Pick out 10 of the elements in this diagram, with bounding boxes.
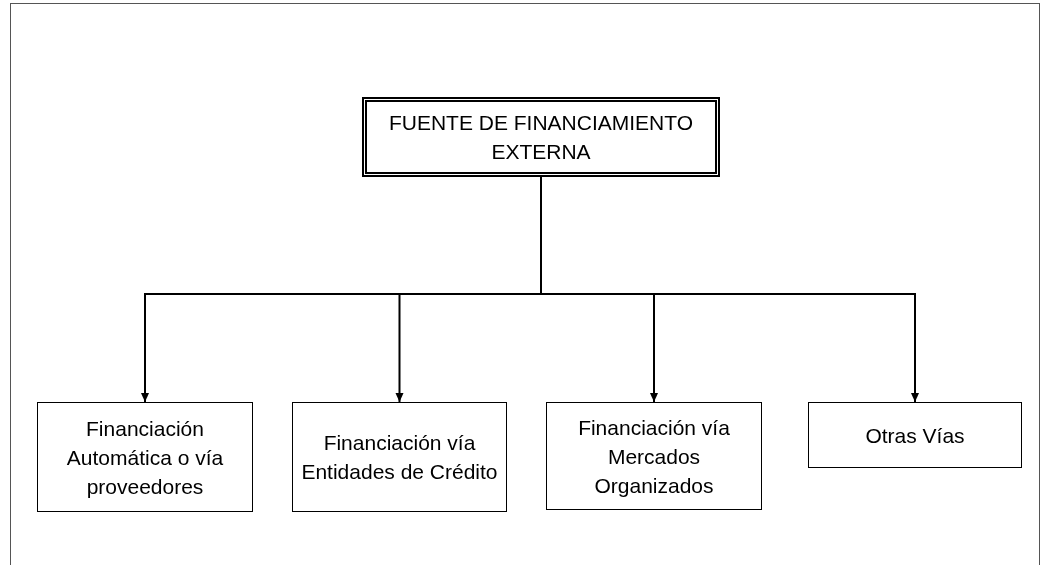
box-label: FUENTE DE FINANCIAMIENTO EXTERNA [387, 110, 695, 165]
box-label: Financiación Automática o vía proveedores [65, 415, 225, 500]
box-label: Financiación vía Mercados Organizados [577, 414, 731, 499]
category-box [292, 402, 507, 512]
category-box [808, 402, 1022, 468]
category-box [546, 402, 762, 510]
category-box [37, 402, 253, 512]
root-box [362, 97, 720, 177]
box-label: Financiación vía Entidades de Crédito [300, 430, 499, 485]
box-label: Otras Vías [864, 422, 966, 449]
